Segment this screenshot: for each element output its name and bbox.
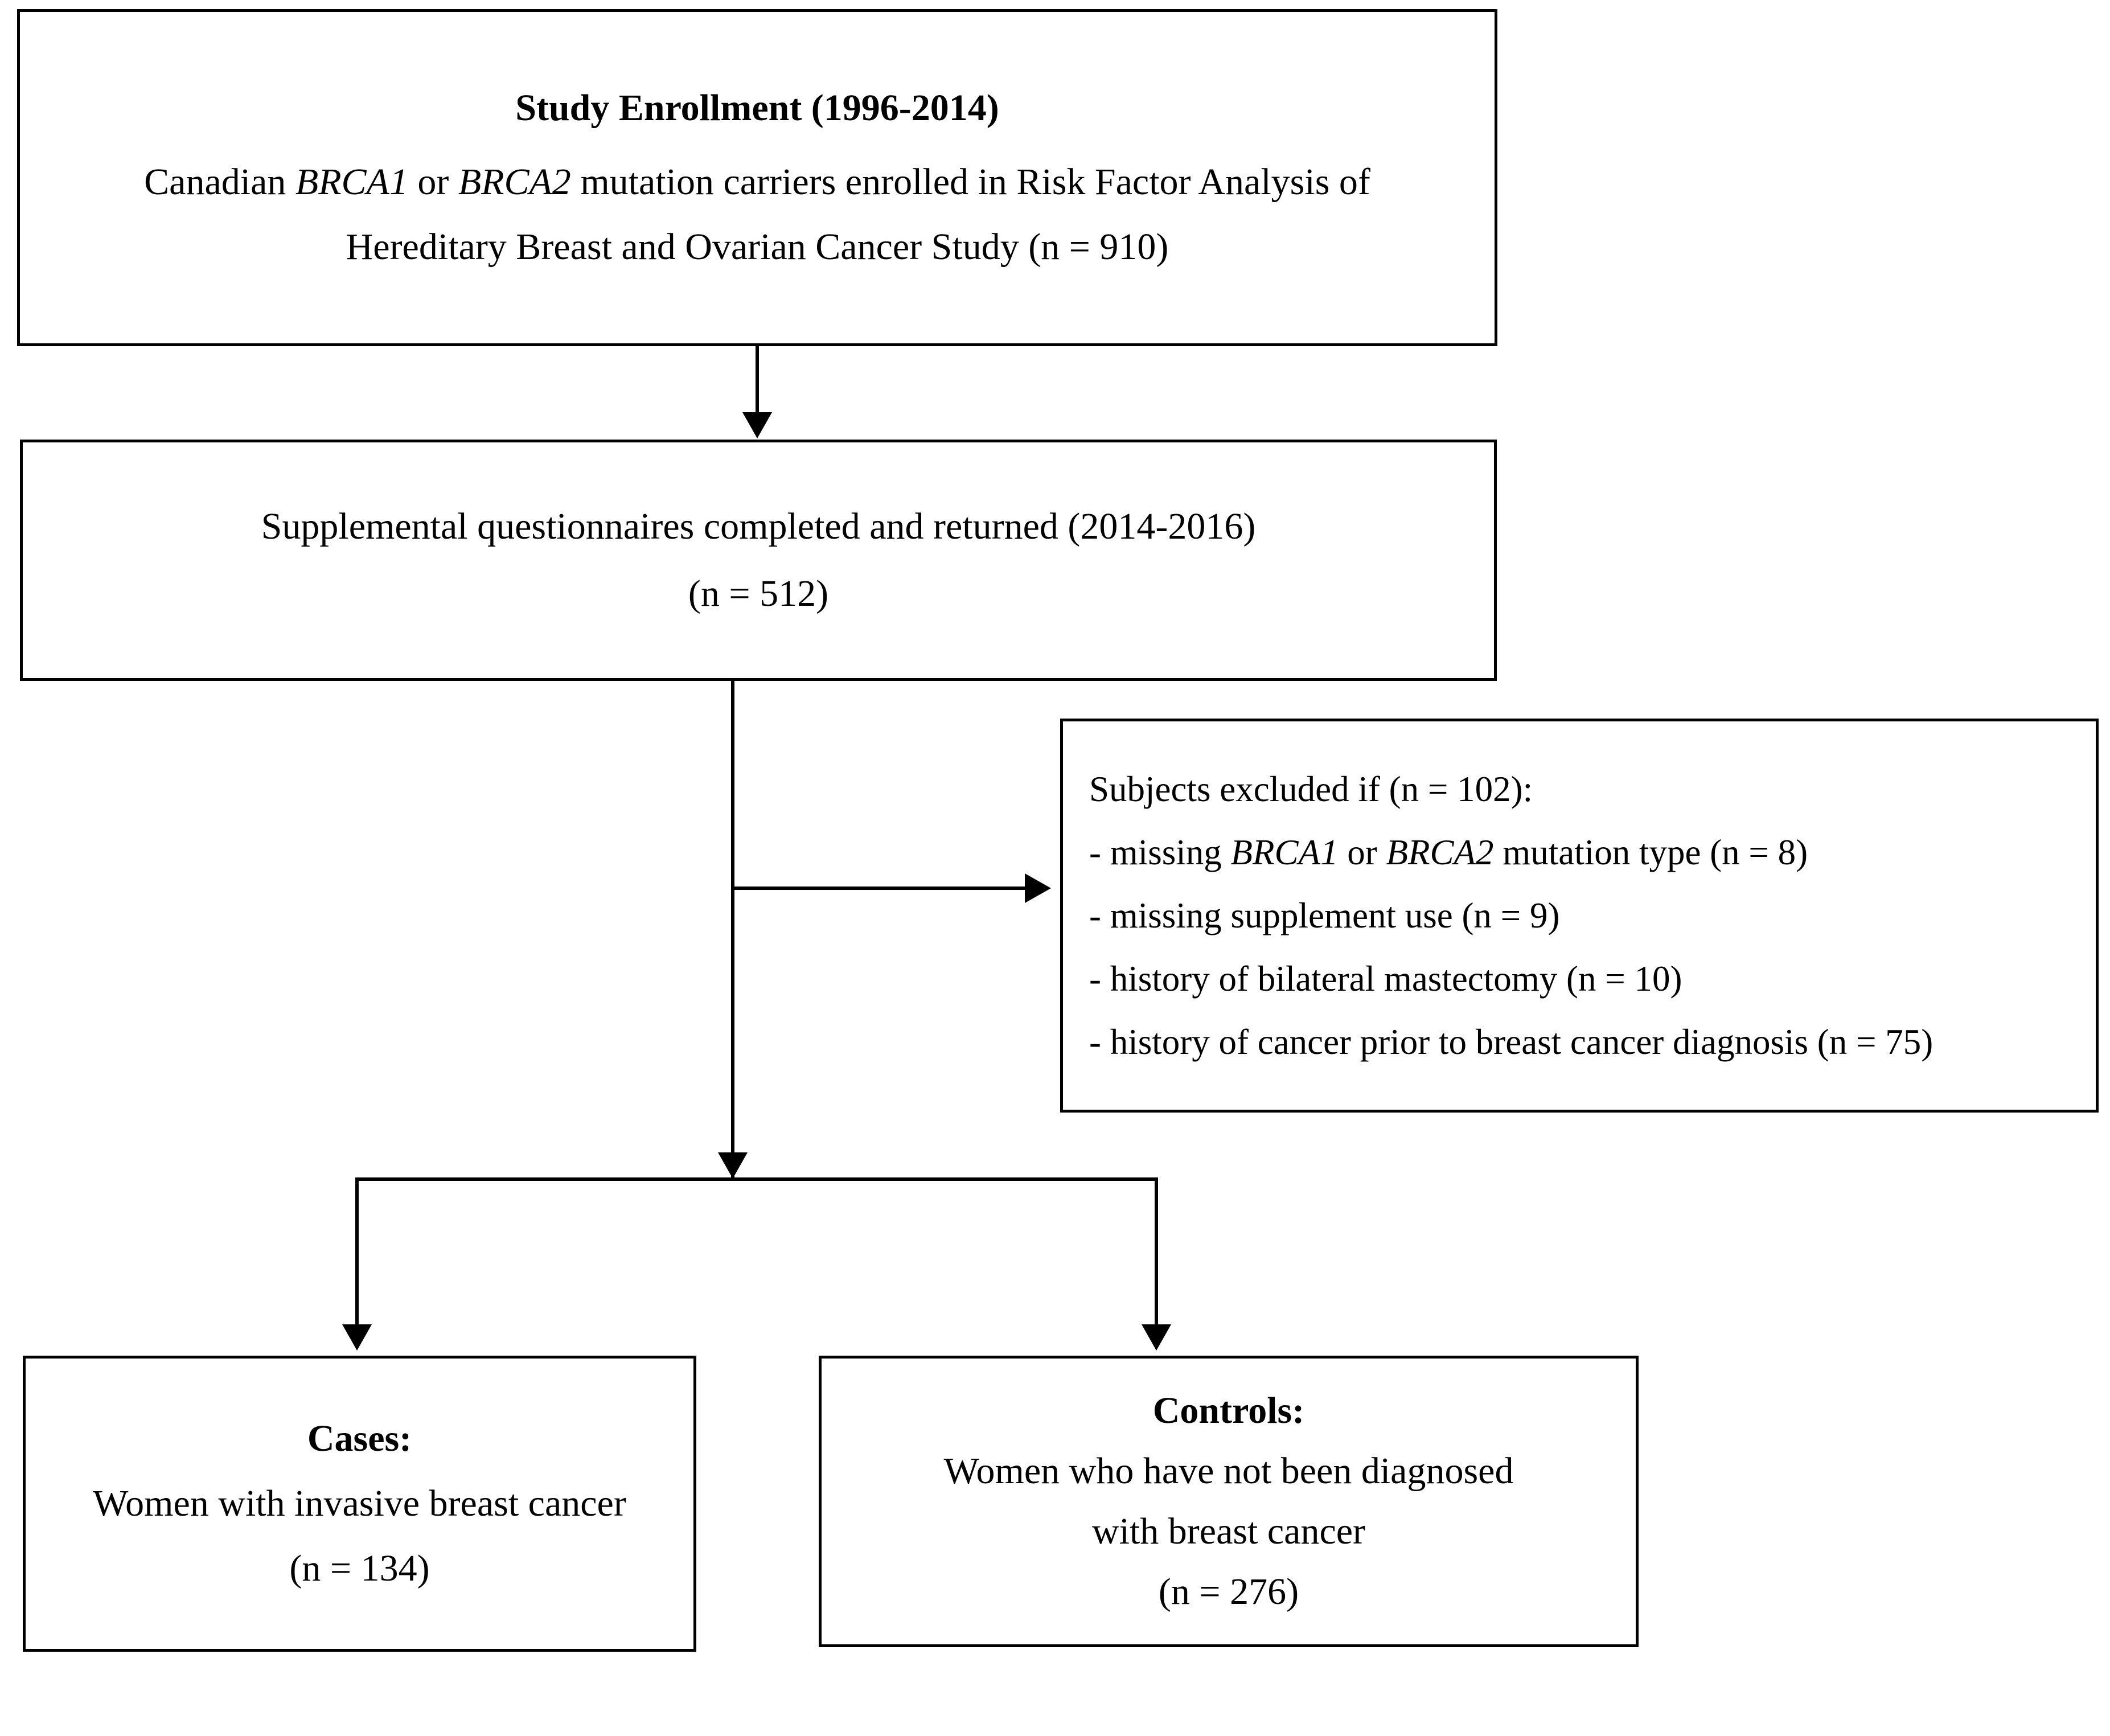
- questionnaires-count: (n = 512): [688, 573, 829, 614]
- exclusion-gene-brca1: BRCA1: [1230, 832, 1339, 872]
- exclusion-item-missing-mutation-type: - missing BRCA1 or BRCA2 mutation type (…: [1089, 832, 1808, 872]
- exclusion-item-bilateral-mastectomy: - history of bilateral mastectomy (n = 1…: [1089, 958, 1682, 999]
- node-study-enrollment: Study Enrollment (1996-2014) Canadian BR…: [17, 9, 1497, 346]
- enrollment-line2-part-a: Canadian: [144, 161, 295, 203]
- enrollment-line-2: Canadian BRCA1 or BRCA2 mutation carrier…: [144, 163, 1370, 201]
- node-supplemental-questionnaires: Supplemental questionnaires completed an…: [20, 440, 1497, 681]
- controls-description-line-2: with breast cancer: [1091, 1511, 1366, 1552]
- node-excluded-subjects: Subjects excluded if (n = 102): - missin…: [1060, 719, 2099, 1113]
- exclusion-item1-part-e: mutation type (n = 8): [1493, 832, 1808, 872]
- exclusion-item1-part-c: or: [1338, 832, 1386, 872]
- connector-questionnaires-stem: [731, 681, 734, 1177]
- enrollment-gene-brca2: BRCA2: [458, 161, 571, 203]
- connector-to-exclusions: [731, 887, 1028, 890]
- enrollment-line2-part-e: mutation carriers enrolled in Risk Facto…: [570, 161, 1370, 203]
- exclusion-item1-part-a: - missing: [1089, 832, 1231, 872]
- exclusion-gene-brca2: BRCA2: [1386, 832, 1494, 872]
- connector-split-right-branch: [1155, 1177, 1158, 1324]
- connector-enrollment-to-questionnaires: [756, 346, 759, 414]
- arrowhead-down-icon: [742, 412, 772, 438]
- cases-description: Women with invasive breast cancer: [93, 1483, 626, 1524]
- arrowhead-right-icon: [1025, 873, 1051, 903]
- exclusion-item-missing-supplement-use: - missing supplement use (n = 9): [1089, 895, 1560, 935]
- arrowhead-down-controls-icon: [1142, 1324, 1171, 1351]
- cases-count: (n = 134): [289, 1548, 430, 1589]
- arrowhead-down-cases-icon: [342, 1324, 372, 1351]
- exclusion-item-prior-cancer: - history of cancer prior to breast canc…: [1089, 1021, 1934, 1062]
- controls-count: (n = 276): [1158, 1571, 1299, 1612]
- enrollment-line-3: Hereditary Breast and Ovarian Cancer Stu…: [346, 226, 1169, 268]
- node-controls: Controls: Women who have not been diagno…: [819, 1356, 1639, 1647]
- enrollment-gene-brca1: BRCA1: [295, 161, 408, 203]
- arrowhead-down-split-icon: [718, 1152, 748, 1179]
- enrollment-line2-part-c: or: [408, 161, 458, 203]
- enrollment-title: Study Enrollment (1996-2014): [515, 87, 999, 129]
- cases-title: Cases:: [307, 1418, 412, 1459]
- connector-split-horizontal: [355, 1177, 1158, 1181]
- connector-split-left-branch: [355, 1177, 359, 1324]
- questionnaires-line-1: Supplemental questionnaires completed an…: [261, 506, 1256, 547]
- controls-title: Controls:: [1152, 1390, 1305, 1431]
- controls-description-line-1: Women who have not been diagnosed: [943, 1450, 1514, 1492]
- exclusions-heading: Subjects excluded if (n = 102):: [1089, 769, 1533, 809]
- node-cases: Cases: Women with invasive breast cancer…: [23, 1356, 696, 1652]
